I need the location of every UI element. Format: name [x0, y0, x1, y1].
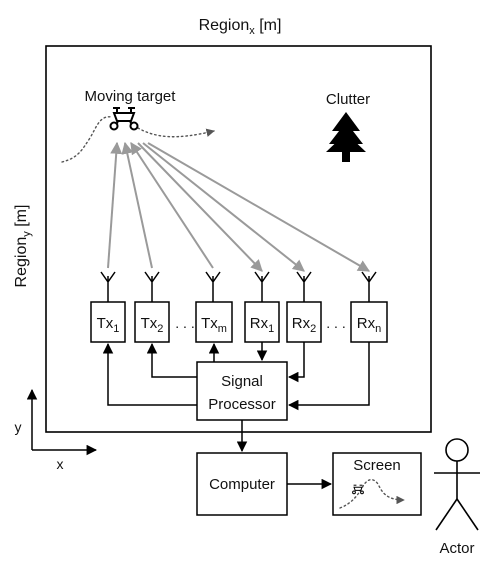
wiring — [102, 342, 370, 490]
region-boundary — [45, 45, 432, 433]
actor-label: Actor — [439, 540, 474, 557]
wire-to-tx2 — [146, 342, 197, 378]
rx1-box: Rx1 — [244, 301, 280, 343]
svg-text:Tx1: Tx1 — [97, 315, 120, 335]
tx2-box: Tx2 — [134, 301, 170, 343]
screen-label: Screen — [353, 457, 401, 474]
svg-text:Rx1: Rx1 — [250, 315, 274, 335]
signal-paths — [107, 141, 371, 272]
tx1-box: Tx1 — [90, 301, 126, 343]
rxn-box: Rxn — [350, 301, 388, 343]
svg-text:Processor: Processor — [208, 396, 276, 413]
tx-ellipsis: . . . — [175, 315, 194, 331]
svg-text:Computer: Computer — [209, 476, 275, 493]
rx1-echo — [137, 142, 263, 272]
tx2-signal — [121, 141, 153, 269]
antenna-icons — [100, 271, 377, 302]
tx1-signal — [107, 141, 123, 269]
screen-box: Screen — [332, 452, 422, 516]
rxn-echo — [147, 142, 371, 272]
y-axis-label: y — [15, 419, 22, 435]
screen-trajectory — [339, 478, 405, 509]
region-x-label: Regionx [m] — [199, 17, 282, 37]
rx2-echo — [142, 142, 305, 272]
svg-text:Tx2: Tx2 — [141, 315, 164, 335]
wire-from-rx2 — [287, 342, 305, 383]
drone-icon — [109, 107, 139, 131]
tree-icon — [326, 112, 366, 162]
actor-icon — [434, 438, 480, 531]
moving-target-label: Moving target — [85, 88, 177, 105]
signal-processor-box: Signal Processor — [196, 361, 288, 421]
svg-text:Txm: Txm — [201, 315, 227, 335]
region-y-label: Regiony [m] — [13, 205, 33, 288]
svg-text:Rx2: Rx2 — [292, 315, 316, 335]
svg-text:Signal: Signal — [221, 373, 263, 390]
wire-to-tx1 — [102, 342, 197, 406]
wire-from-rxn — [287, 342, 370, 411]
txm-box: Txm — [195, 301, 233, 343]
svg-text:Rxn: Rxn — [357, 315, 381, 335]
clutter-label: Clutter — [326, 91, 370, 108]
rx-ellipsis: . . . — [326, 315, 345, 331]
coordinate-axes: y x — [15, 388, 98, 472]
x-axis-label: x — [57, 456, 64, 472]
rx2-box: Rx2 — [286, 301, 322, 343]
target-trajectory-future — [137, 127, 215, 138]
screen-drone-icon — [352, 484, 364, 495]
txm-signal — [130, 141, 214, 269]
target-trajectory-past — [61, 116, 113, 163]
computer-box: Computer — [196, 452, 288, 516]
